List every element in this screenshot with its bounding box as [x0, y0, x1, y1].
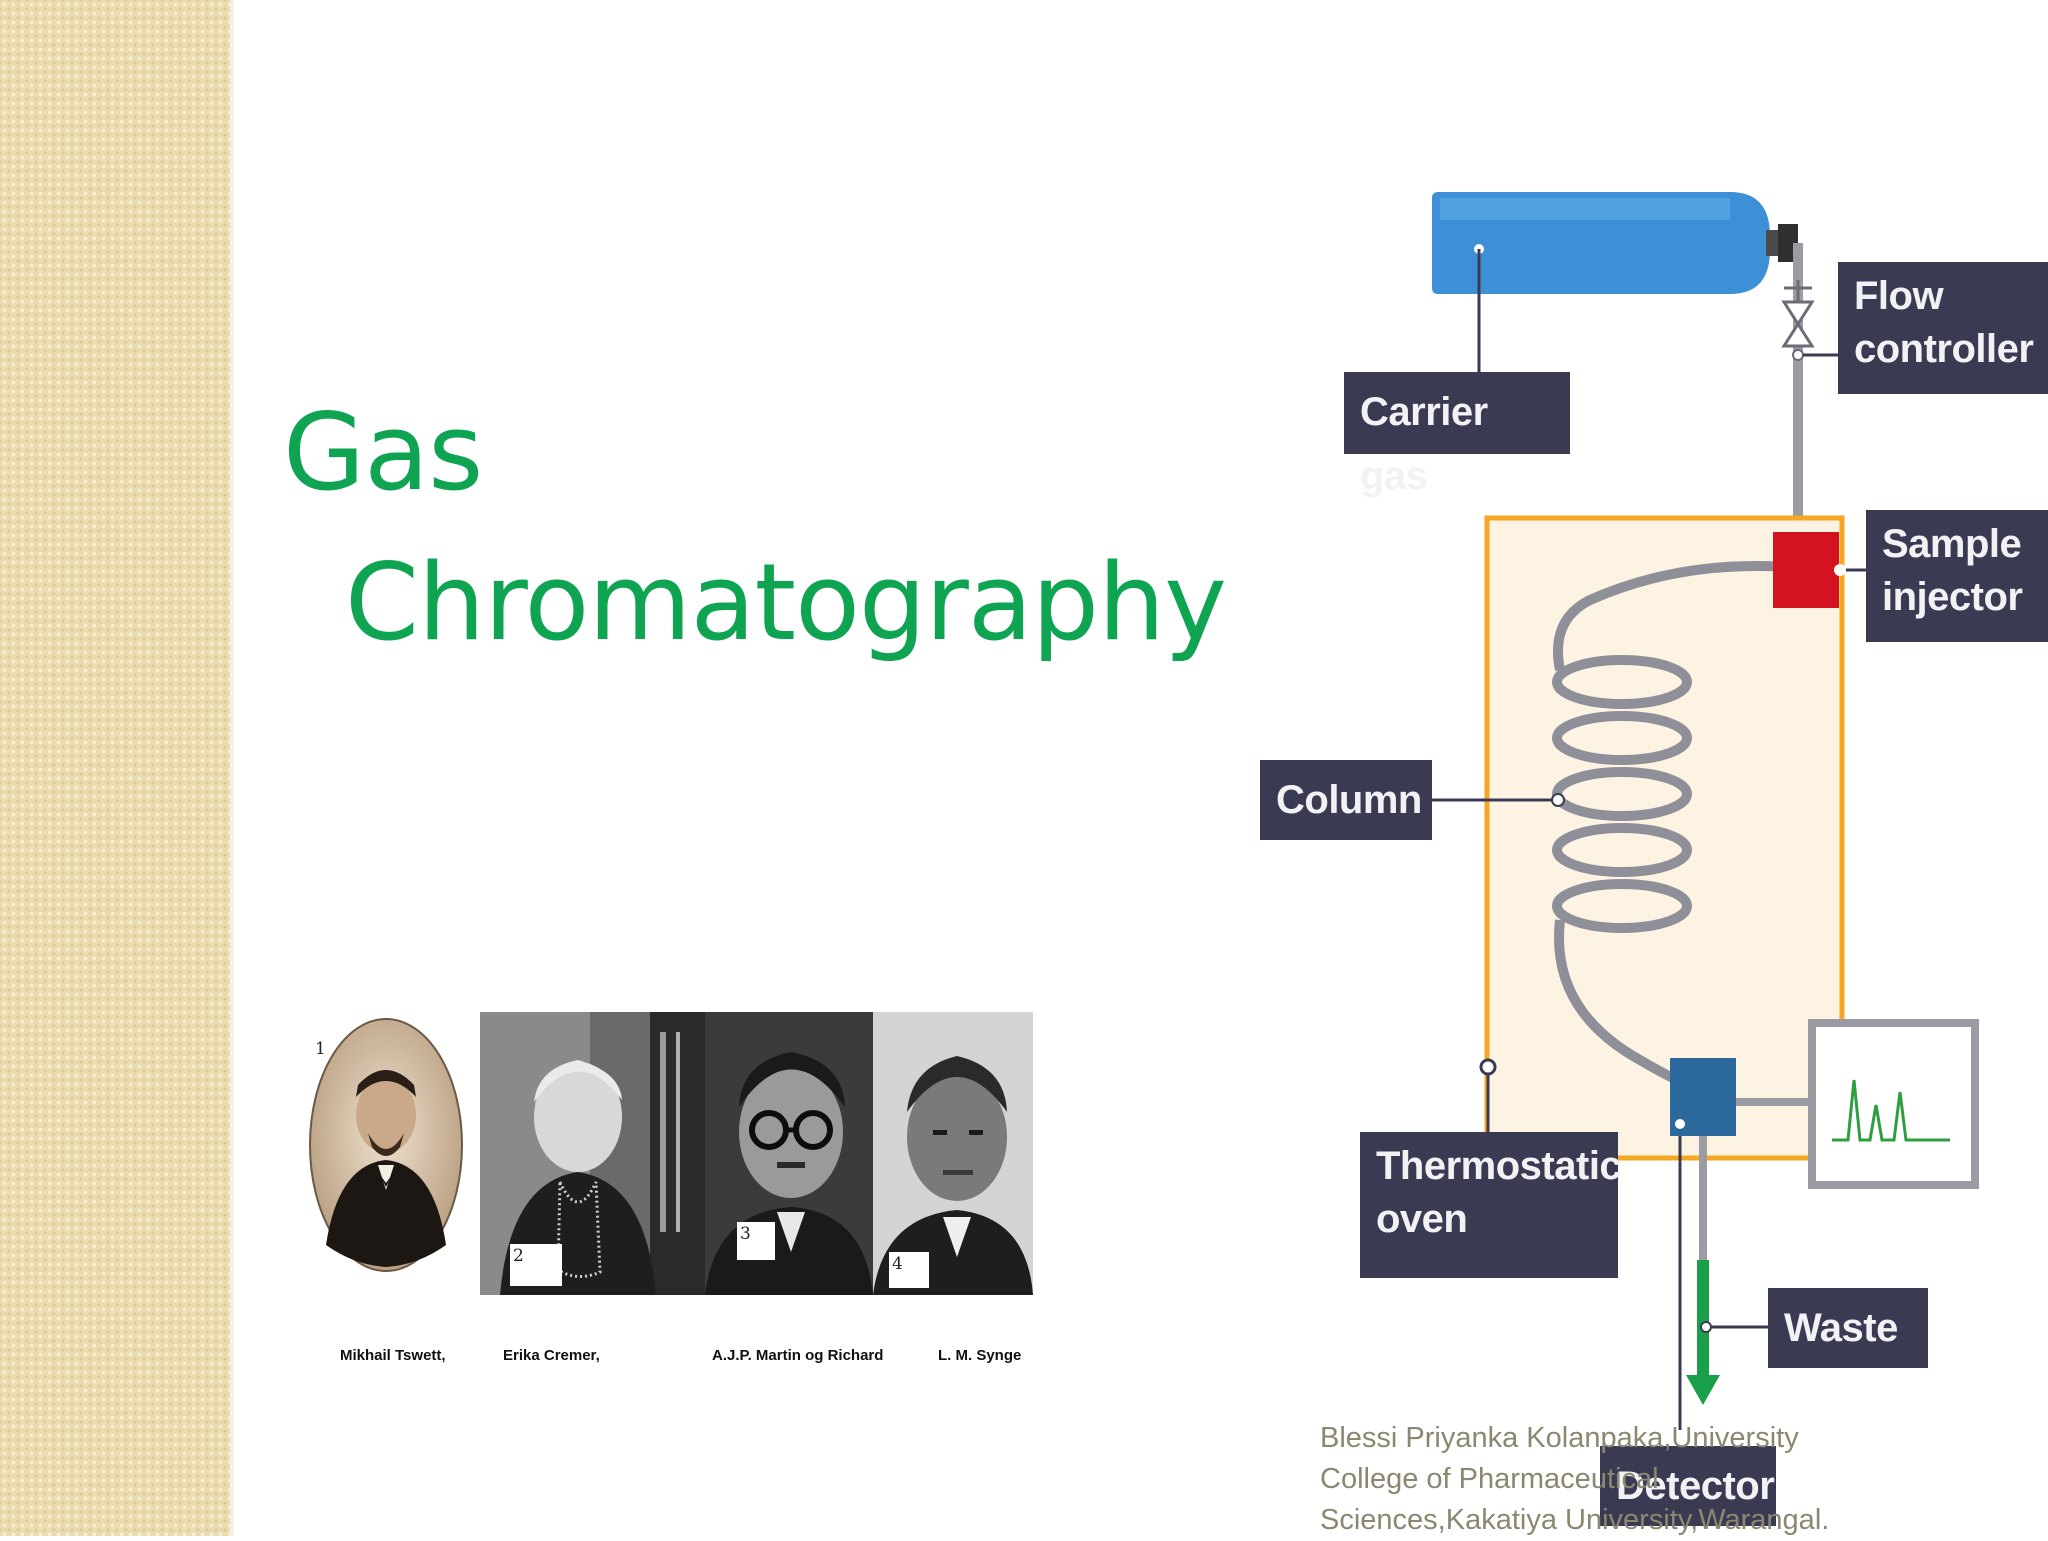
label-sample-injector: Sample injector	[1866, 510, 2048, 642]
sample-injector-icon	[1773, 532, 1839, 608]
chromatogram-monitor-icon	[1808, 1019, 1979, 1189]
portrait-number: 1	[315, 1039, 326, 1059]
label-detector: Detector	[1600, 1446, 1776, 1526]
author-credit: Blessi Priyanka Kolanpaka,University Col…	[1320, 1422, 1830, 1536]
gas-chromatograph-diagram: Carrier gas Flow controller Sample injec…	[1260, 180, 2048, 1536]
label-carrier-gas: Carrier gas	[1344, 372, 1570, 498]
portrait-number: 2	[510, 1244, 562, 1286]
caption-lm-synge: L. M. Synge	[938, 1347, 1022, 1364]
portrait-image	[705, 1012, 873, 1295]
portrait-lm-synge: 4	[873, 1012, 1033, 1295]
label-column: Column	[1260, 760, 1432, 840]
caption-mikhail-tswett: Mikhail Tswett,	[340, 1347, 446, 1364]
sidebar-divider	[230, 0, 234, 1536]
waste-arrow-icon	[1686, 1260, 1720, 1405]
label-waste: Waste	[1768, 1288, 1928, 1368]
decorative-sidebar	[0, 0, 230, 1536]
caption-ajp-martin: A.J.P. Martin og Richard	[712, 1347, 884, 1364]
flow-valve-icon	[1781, 280, 1815, 361]
portrait-image	[309, 1018, 463, 1272]
portrait-erika-cremer: 2	[480, 1012, 705, 1295]
pioneers-portrait-strip: 1 2 3	[308, 1000, 1033, 1300]
diagram-graphics	[1328, 192, 1979, 1430]
label-thermostatic-oven: Thermostatic oven	[1360, 1132, 1622, 1278]
slide-title-line1: Gas	[283, 391, 483, 514]
portrait-number: 4	[889, 1252, 929, 1288]
caption-erika-cremer: Erika Cremer,	[503, 1347, 600, 1364]
column-coil-icon	[1552, 560, 1789, 1100]
portrait-number: 3	[737, 1222, 775, 1260]
label-flow-controller: Flow controller	[1838, 262, 2048, 394]
portrait-mikhail-tswett: 1	[308, 1015, 464, 1275]
slide-title-line2: Chromatography	[345, 541, 1227, 664]
gas-cylinder-icon	[1432, 192, 1798, 294]
portrait-ajp-martin: 3	[705, 1012, 873, 1295]
